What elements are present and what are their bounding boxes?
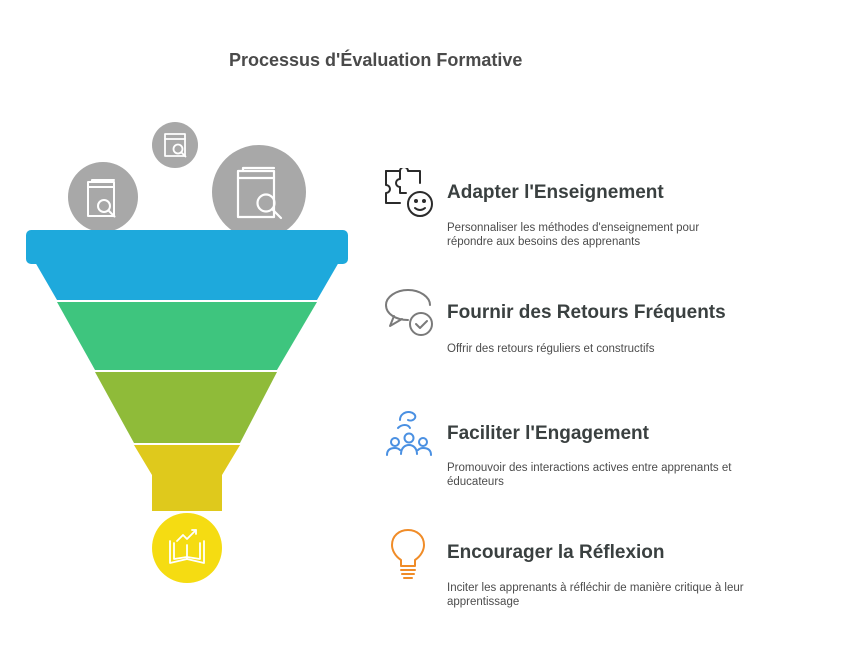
document-search-icon (164, 133, 187, 158)
page-title: Processus d'Évaluation Formative (229, 50, 523, 70)
open-book-growth-icon (169, 529, 205, 564)
stage-description: Offrir des retours réguliers et construc… (447, 343, 655, 355)
funnel-segment-4 (134, 445, 240, 511)
input-circle-right (212, 145, 306, 239)
stage-description: Personnaliser les méthodes d'enseignemen… (447, 222, 700, 248)
stage-title: Fournir des Retours Fréquents (447, 302, 726, 323)
book-search-icon (236, 166, 283, 220)
speech-bubble-check-icon (385, 289, 433, 336)
book-search-icon (87, 179, 116, 218)
input-circle-left (68, 162, 138, 232)
funnel-output-circle (152, 513, 222, 583)
stage-title: Faciliter l'Engagement (447, 423, 649, 444)
stage-description: Promouvoir des interactions actives entr… (447, 462, 732, 488)
funnel-segment-3 (95, 372, 277, 443)
stage-description: Inciter les apprenants à réfléchir de ma… (447, 582, 744, 608)
puzzle-face-icon (385, 168, 433, 217)
people-group-icon (386, 411, 432, 456)
lightbulb-icon (391, 529, 425, 579)
funnel-segment-1 (35, 262, 339, 300)
funnel-rim (26, 230, 348, 264)
stage-title: Encourager la Réflexion (447, 542, 665, 563)
input-circle-small (152, 122, 198, 168)
stage-title: Adapter l'Enseignement (447, 182, 664, 203)
funnel-segment-2 (57, 302, 317, 370)
